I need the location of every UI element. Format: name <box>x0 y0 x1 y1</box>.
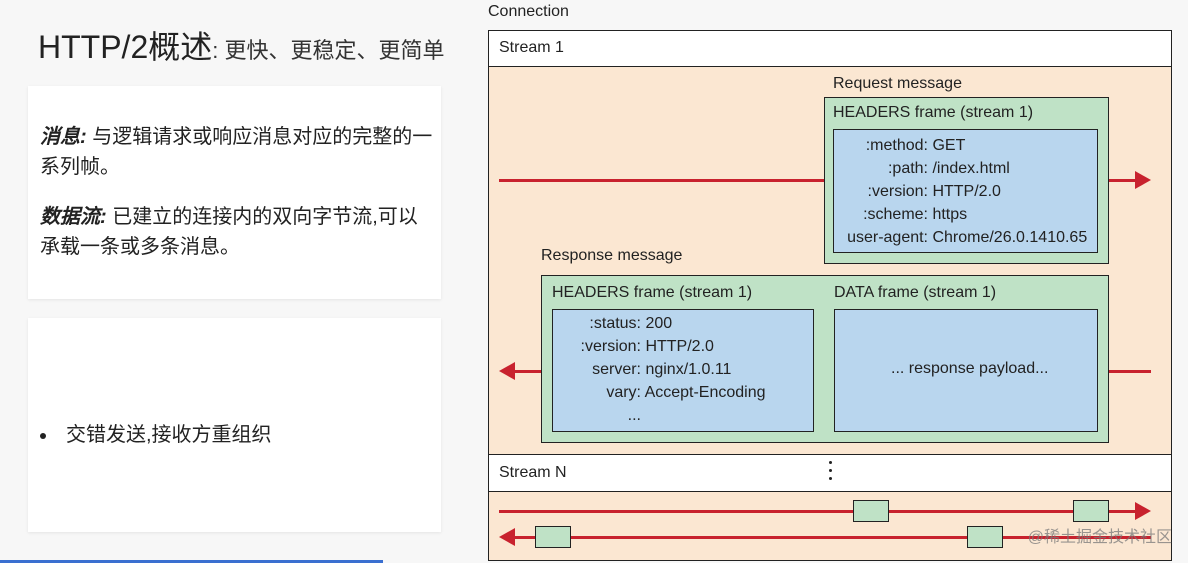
title-subtitle: : 更快、更稳定、更简单 <box>212 38 445 63</box>
message-text: 与逻辑请求或响应消息对应的完整的一系列帧。 <box>40 126 433 178</box>
streamN-label: Stream N <box>499 464 567 481</box>
resp-value: HTTP/2.0 <box>645 338 714 355</box>
resp-key: vary: <box>606 384 641 401</box>
req-row: :path: /index.html <box>842 157 1087 180</box>
req-value: https <box>932 206 968 223</box>
definitions-card: 消息: 与逻辑请求或响应消息对应的完整的一系列帧。 数据流: 已建立的连接内的双… <box>28 86 441 299</box>
req-key: :scheme: <box>863 206 928 223</box>
message-definition: 消息: 与逻辑请求或响应消息对应的完整的一系列帧。 <box>40 122 433 182</box>
message-term: 消息: <box>40 126 87 148</box>
req-value: Chrome/26.0.1410.65 <box>932 229 1088 246</box>
bullet-text: 交错发送,接收方重组织 <box>66 424 272 446</box>
req-value: /index.html <box>932 160 1010 177</box>
resp-value: nginx/1.0.11 <box>645 361 732 378</box>
resp-row: vary: Accept-Encoding <box>561 381 766 404</box>
req-key: :version: <box>867 183 928 200</box>
connection-label: Connection <box>488 3 569 20</box>
streamN-outbound-line <box>499 510 1137 513</box>
bullet-card: 交错发送,接收方重组织 <box>28 318 441 532</box>
stream-term: 数据流: <box>40 206 107 228</box>
request-arrow-line-left <box>499 179 829 182</box>
resp-row: ... <box>561 404 766 427</box>
request-headers-frame: HEADERS frame (stream 1) :method: GET :p… <box>824 97 1109 264</box>
watermark-text: @稀土掘金技术社区 <box>1027 529 1172 546</box>
streamN-inbound-arrow-head-icon <box>499 528 515 546</box>
slide-title: HTTP/2概述: 更快、更稳定、更简单 <box>38 22 444 68</box>
stream1-area: Request message HEADERS frame (stream 1)… <box>488 66 1172 455</box>
streamN-frame <box>535 526 571 548</box>
streamN-outbound-arrow-head-icon <box>1135 502 1151 520</box>
vertical-ellipsis-icon <box>829 461 833 485</box>
streamN-frame <box>1073 500 1109 522</box>
streamN-header: Stream N <box>488 454 1172 492</box>
resp-row: :version: HTTP/2.0 <box>561 335 766 358</box>
request-headers-content: :method: GET :path: /index.html :version… <box>833 129 1098 253</box>
resp-row: server: nginx/1.0.11 <box>561 358 766 381</box>
stream-text: 已建立的连接内的双向字节流,可以承载一条或多条消息。 <box>40 206 418 258</box>
data-frame-label: DATA frame (stream 1) <box>834 284 997 301</box>
req-row: user-agent: Chrome/26.0.1410.65 <box>842 226 1087 249</box>
stream1-label: Stream 1 <box>499 39 564 56</box>
req-key: :method: <box>865 137 928 154</box>
stream1-header: Stream 1 <box>488 30 1172 67</box>
req-row: :method: GET <box>842 134 1087 157</box>
bullet-item: 交错发送,接收方重组织 <box>40 418 272 447</box>
req-value: GET <box>932 137 966 154</box>
response-headers-content: :status: 200 :version: HTTP/2.0 server: … <box>552 309 814 432</box>
response-payload-text: ... response payload... <box>891 360 1049 377</box>
response-arrow-line-left <box>513 370 541 373</box>
req-value: HTTP/2.0 <box>932 183 1001 200</box>
request-arrow-line-right <box>1107 179 1137 182</box>
progress-bar <box>0 560 383 563</box>
resp-key: ... <box>627 407 641 424</box>
streamN-frame <box>967 526 1003 548</box>
request-message-label: Request message <box>833 75 962 92</box>
stream-definition: 数据流: 已建立的连接内的双向字节流,可以承载一条或多条消息。 <box>40 202 433 262</box>
req-key: :path: <box>887 160 928 177</box>
request-header-list: :method: GET :path: /index.html :version… <box>842 134 1087 249</box>
resp-key: server: <box>592 361 641 378</box>
response-message-label: Response message <box>541 247 683 264</box>
streamN-area <box>488 491 1172 561</box>
resp-value: 200 <box>645 315 673 332</box>
resp-key: :status: <box>589 315 641 332</box>
resp-row: :status: 200 <box>561 312 766 335</box>
response-headers-label: HEADERS frame (stream 1) <box>552 284 753 301</box>
resp-key: :version: <box>580 338 641 355</box>
request-headers-label: HEADERS frame (stream 1) <box>833 104 1034 121</box>
title-main: HTTP/2概述 <box>38 29 213 65</box>
req-row: :version: HTTP/2.0 <box>842 180 1087 203</box>
req-row: :scheme: https <box>842 203 1087 226</box>
bullet-dot-icon <box>40 432 46 439</box>
response-frames: HEADERS frame (stream 1) DATA frame (str… <box>541 275 1109 443</box>
response-arrow-head-icon <box>499 362 515 380</box>
streamN-inbound-line <box>513 536 1151 539</box>
req-key: user-agent: <box>847 229 928 246</box>
response-arrow-line-right <box>1107 370 1151 373</box>
resp-value: Accept-Encoding <box>644 384 766 401</box>
http2-connection-diagram: Connection Stream 1 Request message HEAD… <box>486 0 1176 563</box>
streamN-frame <box>853 500 889 522</box>
response-payload-box: ... response payload... <box>834 309 1098 432</box>
response-header-list: :status: 200 :version: HTTP/2.0 server: … <box>561 312 766 427</box>
request-arrow-head-icon <box>1135 171 1151 189</box>
